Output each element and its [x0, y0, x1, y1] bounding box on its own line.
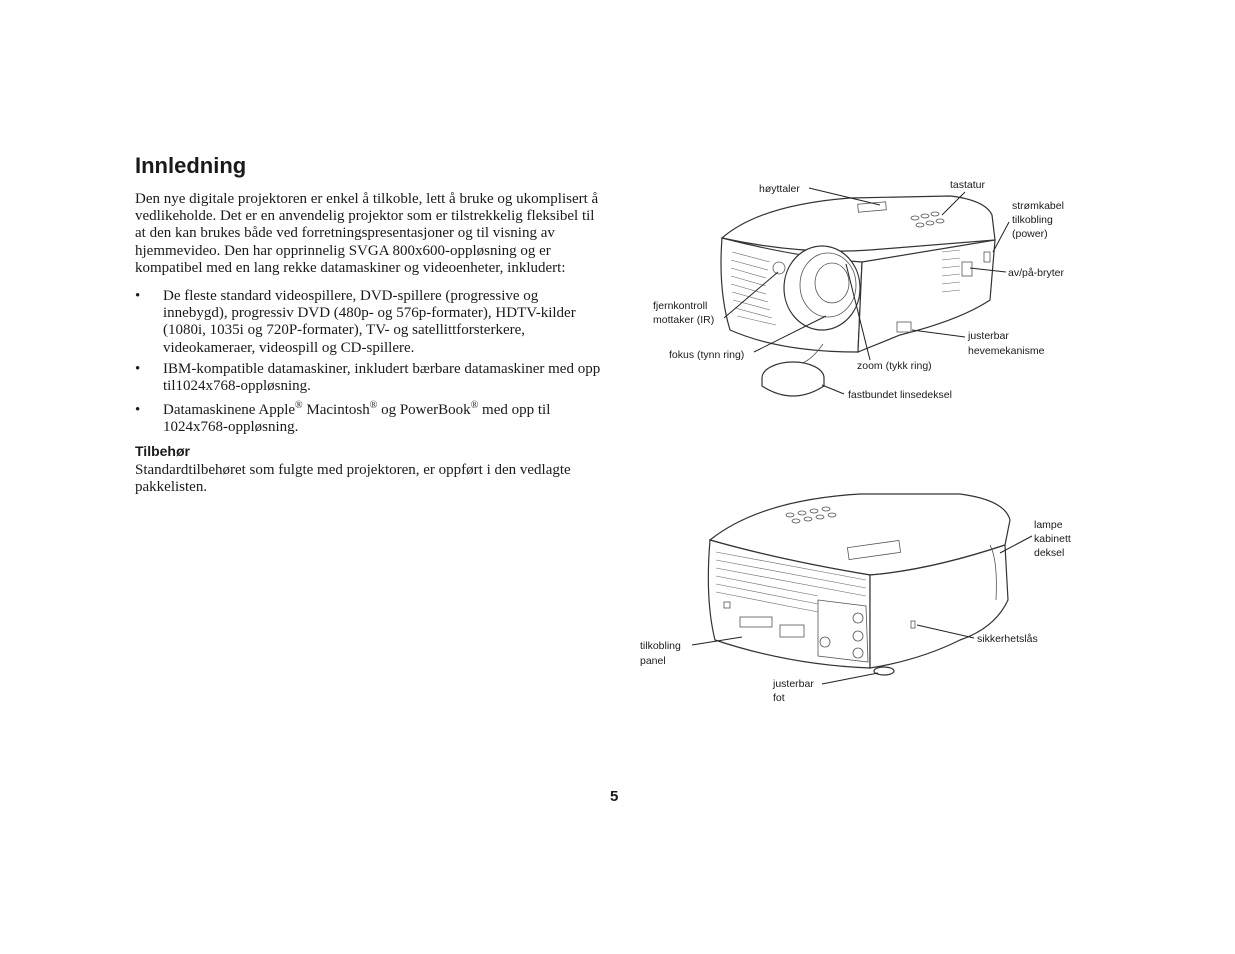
- registered-mark: ®: [470, 400, 479, 412]
- list-item: • Datamaskinene Apple® Macintosh® og Pow…: [135, 400, 605, 436]
- label-zoom: zoom (tykk ring): [857, 360, 932, 372]
- lamp-cover-edge: [989, 544, 997, 601]
- label-power-cord-2: tilkobling: [1012, 214, 1053, 226]
- adjustable-foot: [873, 666, 895, 676]
- elevator-foot: [896, 321, 912, 333]
- label-remote-2: mottaker (IR): [653, 314, 714, 326]
- list-item-text: De fleste standard videospillere, DVD-sp…: [163, 288, 576, 356]
- registered-mark: ®: [295, 400, 303, 412]
- side-vent-grille: [941, 249, 961, 293]
- text-powerbook: og PowerBook: [377, 402, 471, 419]
- label-lamp-3: deksel: [1034, 547, 1064, 559]
- projector-front-illustration: [720, 195, 996, 397]
- registered-mark: ®: [369, 400, 378, 412]
- list-item-text: Datamaskinene Apple® Macintosh® og Power…: [163, 400, 551, 436]
- page-title: Innledning: [135, 153, 247, 178]
- page-number: 5: [610, 788, 619, 805]
- lens-cap: [761, 361, 825, 397]
- list-item: • IBM-kompatible datamaskiner, inkludert…: [135, 361, 605, 395]
- power-socket: [983, 251, 991, 263]
- label-switch: av/på-bryter: [1008, 267, 1065, 279]
- text-resolution: med opp til 1024x768-oppløsning.: [163, 402, 551, 436]
- label-elevator-1: justerbar: [967, 330, 1009, 342]
- side-switch: [961, 261, 973, 277]
- label-foot-2: fot: [773, 692, 785, 704]
- label-speaker: høyttaler: [759, 183, 800, 195]
- connector-panel: [723, 599, 869, 663]
- speaker-grille: [846, 539, 902, 561]
- keypad-buttons: [785, 506, 837, 524]
- accessories-paragraph: Standardtilbehøret som fulgte med projek…: [135, 462, 571, 496]
- text-apple: Datamaskinene Apple: [163, 402, 296, 419]
- label-remote-1: fjernkontroll: [653, 300, 707, 312]
- label-power-cord-3: (power): [1012, 228, 1048, 240]
- label-power-cord-1: strømkabel: [1012, 200, 1064, 212]
- list-item-text: IBM-kompatible datamaskiner, inkludert b…: [163, 360, 601, 395]
- label-focus: fokus (tynn ring): [669, 349, 744, 361]
- text-macintosh: Macintosh: [302, 402, 370, 419]
- label-panel-2: panel: [640, 655, 666, 667]
- label-lock: sikkerhetslås: [977, 633, 1038, 645]
- label-elevator-2: hevemekanisme: [968, 345, 1045, 357]
- label-lamp-1: lampe: [1034, 519, 1063, 531]
- front-vent-grille: [730, 251, 777, 326]
- lens-assembly: [783, 245, 861, 331]
- label-panel-1: tilkobling: [640, 640, 681, 652]
- label-keypad: tastatur: [950, 179, 986, 191]
- intro-paragraph: Den nye digitale projektoren er enkel å …: [135, 191, 599, 276]
- keypad-buttons: [910, 211, 945, 228]
- bullet-marker: •: [135, 402, 141, 419]
- label-lens-cap: fastbundet linsedeksel: [848, 389, 952, 401]
- list-item: • De fleste standard videospillere, DVD-…: [135, 288, 605, 357]
- security-lock-slot: [910, 620, 916, 629]
- label-lamp-2: kabinett: [1034, 533, 1071, 545]
- label-foot-1: justerbar: [772, 678, 814, 690]
- projector-back-illustration: [707, 493, 1011, 676]
- bullet-marker: •: [135, 360, 141, 377]
- ir-sensor: [772, 261, 786, 275]
- bullet-marker: •: [135, 288, 141, 304]
- rear-vent-grille: [715, 551, 867, 613]
- accessories-heading: Tilbehør: [135, 443, 190, 459]
- compatibility-list: • De fleste standard videospillere, DVD-…: [135, 288, 605, 441]
